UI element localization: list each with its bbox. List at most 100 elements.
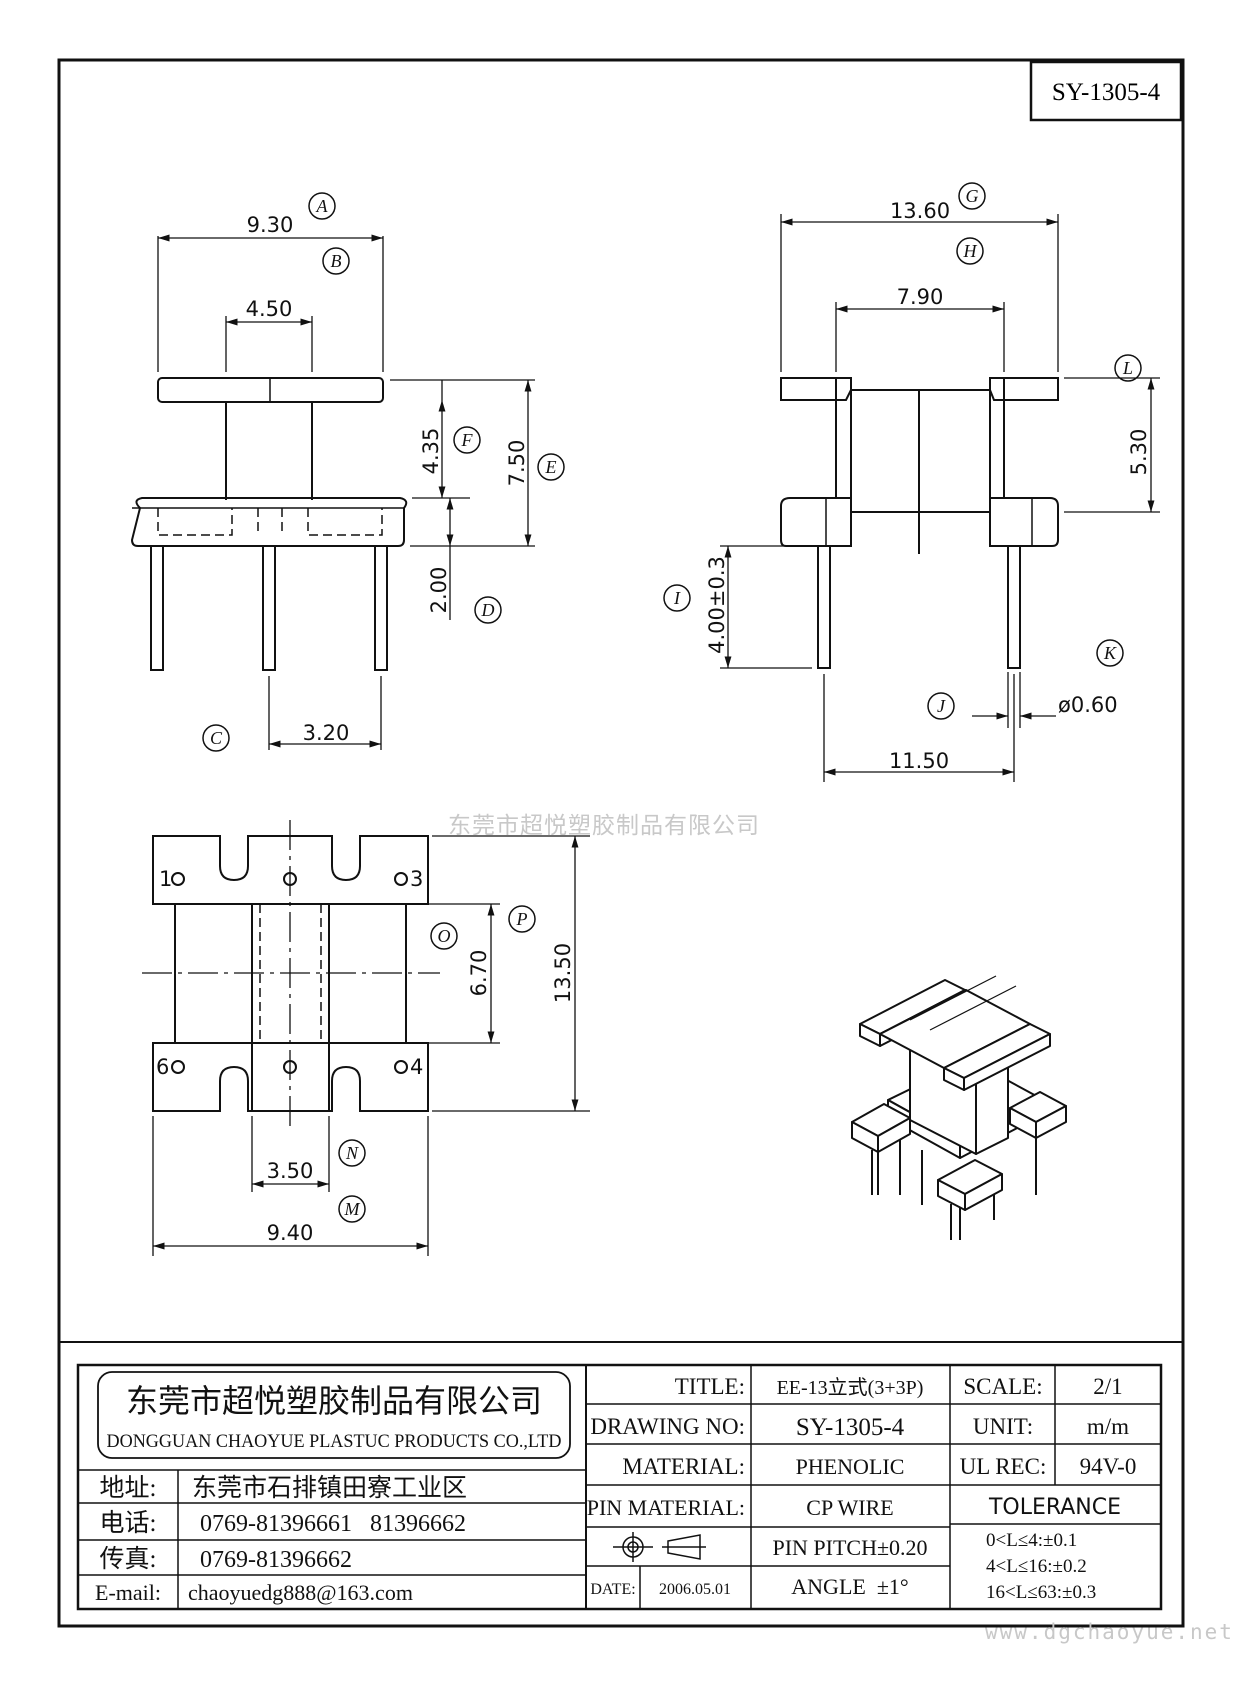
pin-label-4: 4 (410, 1055, 423, 1079)
balloon-F: F (461, 430, 474, 450)
projection-symbol (613, 1532, 706, 1562)
pin-hole-4 (394, 1060, 408, 1074)
balloon-K: K (1103, 643, 1117, 663)
pin-center (262, 545, 276, 671)
balloon-E: E (545, 457, 557, 477)
side-view-dim-text: 13.60 7.90 5.30 4.00±0.3 ø0.60 11.50 (705, 199, 1151, 773)
pin-pitch: PIN PITCH±0.20 (772, 1535, 927, 1560)
title-label: TITLE: (675, 1374, 745, 1399)
address-label: 地址: (100, 1474, 157, 1502)
dim-K-value: ø0.60 (1058, 693, 1118, 717)
side-pin-left (817, 545, 831, 669)
pin-label-1: 1 (159, 867, 172, 891)
front-view (130, 377, 408, 671)
balloon-I: I (673, 588, 681, 608)
bottom-view-text: 1 3 6 4 6.70 13.50 3.50 9.40 (156, 867, 575, 1245)
ul-label: UL REC: (960, 1454, 1047, 1479)
side-base-right (989, 497, 1059, 547)
dim-F-value: 4.35 (419, 428, 443, 475)
unit-label: UNIT: (973, 1414, 1033, 1439)
material-value: PHENOLIC (796, 1454, 905, 1479)
angle: ANGLE ±1° (791, 1574, 908, 1599)
isometric-view (851, 975, 1067, 1240)
dim-A-value: 9.30 (247, 213, 294, 237)
watermark-company: 东莞市超悦塑胶制品有限公司 (448, 813, 760, 839)
dim-L-value: 5.30 (1127, 429, 1151, 476)
bottom-view-top-plate (152, 835, 429, 905)
balloon-letters: A B F E D C G H L I K J O P N M (210, 186, 1133, 1219)
tolerance-3: 16<L≤63:±0.3 (986, 1582, 1096, 1603)
company-name-box (97, 1371, 571, 1459)
bottom-view (142, 820, 440, 1126)
balloon-M: M (344, 1199, 361, 1219)
material-label: MATERIAL: (622, 1454, 745, 1479)
drawing-number: SY-1305-4 (1052, 79, 1161, 106)
watermark-url: www.dgchaoyue.net (985, 1620, 1234, 1644)
title-block-text: 东莞市超悦塑胶制品有限公司 DONGGUAN CHAOYUE PLASTUC P… (95, 1374, 1136, 1605)
pin-left (150, 545, 164, 671)
dim-C-value: 3.20 (303, 721, 350, 745)
side-pin-right (1007, 545, 1021, 669)
side-top-flange-right (989, 377, 1059, 401)
pin-material-label: PIN MATERIAL: (587, 1495, 745, 1520)
dim-M-value: 9.40 (267, 1221, 314, 1245)
balloon-A: A (316, 196, 329, 216)
dim-O-value: 13.50 (551, 943, 575, 1003)
scale-value: 2/1 (1093, 1374, 1122, 1399)
date-label: DATE: (590, 1581, 635, 1598)
balloon-J: J (937, 696, 946, 716)
dim-G-value: 13.60 (890, 199, 950, 223)
tolerance-1: 0<L≤4:±0.1 (986, 1530, 1077, 1551)
dim-I-value: 4.00±0.3 (705, 556, 729, 654)
tolerance-2: 4<L≤16:±0.2 (986, 1556, 1087, 1577)
balloon-P: P (516, 909, 528, 929)
scale-label: SCALE: (963, 1374, 1042, 1399)
pin-hole-1 (171, 872, 185, 886)
company-name-cn: 东莞市超悦塑胶制品有限公司 (126, 1383, 542, 1419)
pin-right (374, 545, 388, 671)
dim-E-value: 7.50 (505, 440, 529, 487)
outer-border (57, 58, 1185, 1628)
date-value: 2006.05.01 (659, 1581, 731, 1598)
pin-label-6: 6 (156, 1055, 169, 1079)
tel-label: 电话: (100, 1509, 157, 1537)
pin-label-3: 3 (410, 867, 423, 891)
unit-value: m/m (1087, 1414, 1129, 1439)
side-view (780, 377, 1059, 669)
dim-D-value: 2.00 (427, 567, 451, 614)
balloon-G: G (966, 186, 979, 206)
title-block (59, 1341, 1183, 1611)
dim-J-value: 11.50 (889, 749, 949, 773)
side-base-left (780, 497, 852, 547)
bottom-view-dims (152, 835, 590, 1256)
balloon-H: H (963, 241, 978, 261)
pin-hole-6 (171, 1060, 185, 1074)
balloon-O: O (438, 926, 451, 946)
pin-hole-3 (394, 872, 408, 886)
email-label: E-mail: (95, 1580, 161, 1605)
drawing-number-box: SY-1305-4 (1029, 60, 1183, 122)
email: chaoyuedg888@163.com (188, 1580, 413, 1605)
balloon-C: C (210, 728, 223, 748)
tolerance-label: TOLERANCE (988, 1495, 1121, 1520)
side-view-dims (720, 214, 1160, 782)
fax-label: 传真: (100, 1545, 157, 1573)
tel: 0769-81396661 81396662 (200, 1511, 466, 1537)
side-top-flange-left (780, 377, 852, 401)
balloon-N: N (345, 1143, 359, 1163)
balloon-L: L (1122, 358, 1133, 378)
pin-material-value: CP WIRE (806, 1495, 893, 1520)
dim-N-value: 3.50 (267, 1159, 314, 1183)
dim-P-value: 6.70 (467, 950, 491, 997)
address: 东莞市石排镇田寮工业区 (192, 1474, 467, 1502)
front-view-dims (157, 234, 535, 750)
title-value: EE-13立式(3+3P) (777, 1376, 924, 1399)
balloons (202, 182, 1142, 1223)
balloon-B: B (331, 251, 342, 271)
base-body (130, 497, 408, 547)
front-view-dim-text: 9.30 4.50 4.35 7.50 2.00 3.20 (246, 213, 529, 745)
ul-value: 94V-0 (1080, 1454, 1137, 1479)
drawing-no-label: DRAWING NO: (590, 1414, 745, 1439)
company-name-en: DONGGUAN CHAOYUE PLASTUC PRODUCTS CO.,LT… (107, 1431, 562, 1452)
